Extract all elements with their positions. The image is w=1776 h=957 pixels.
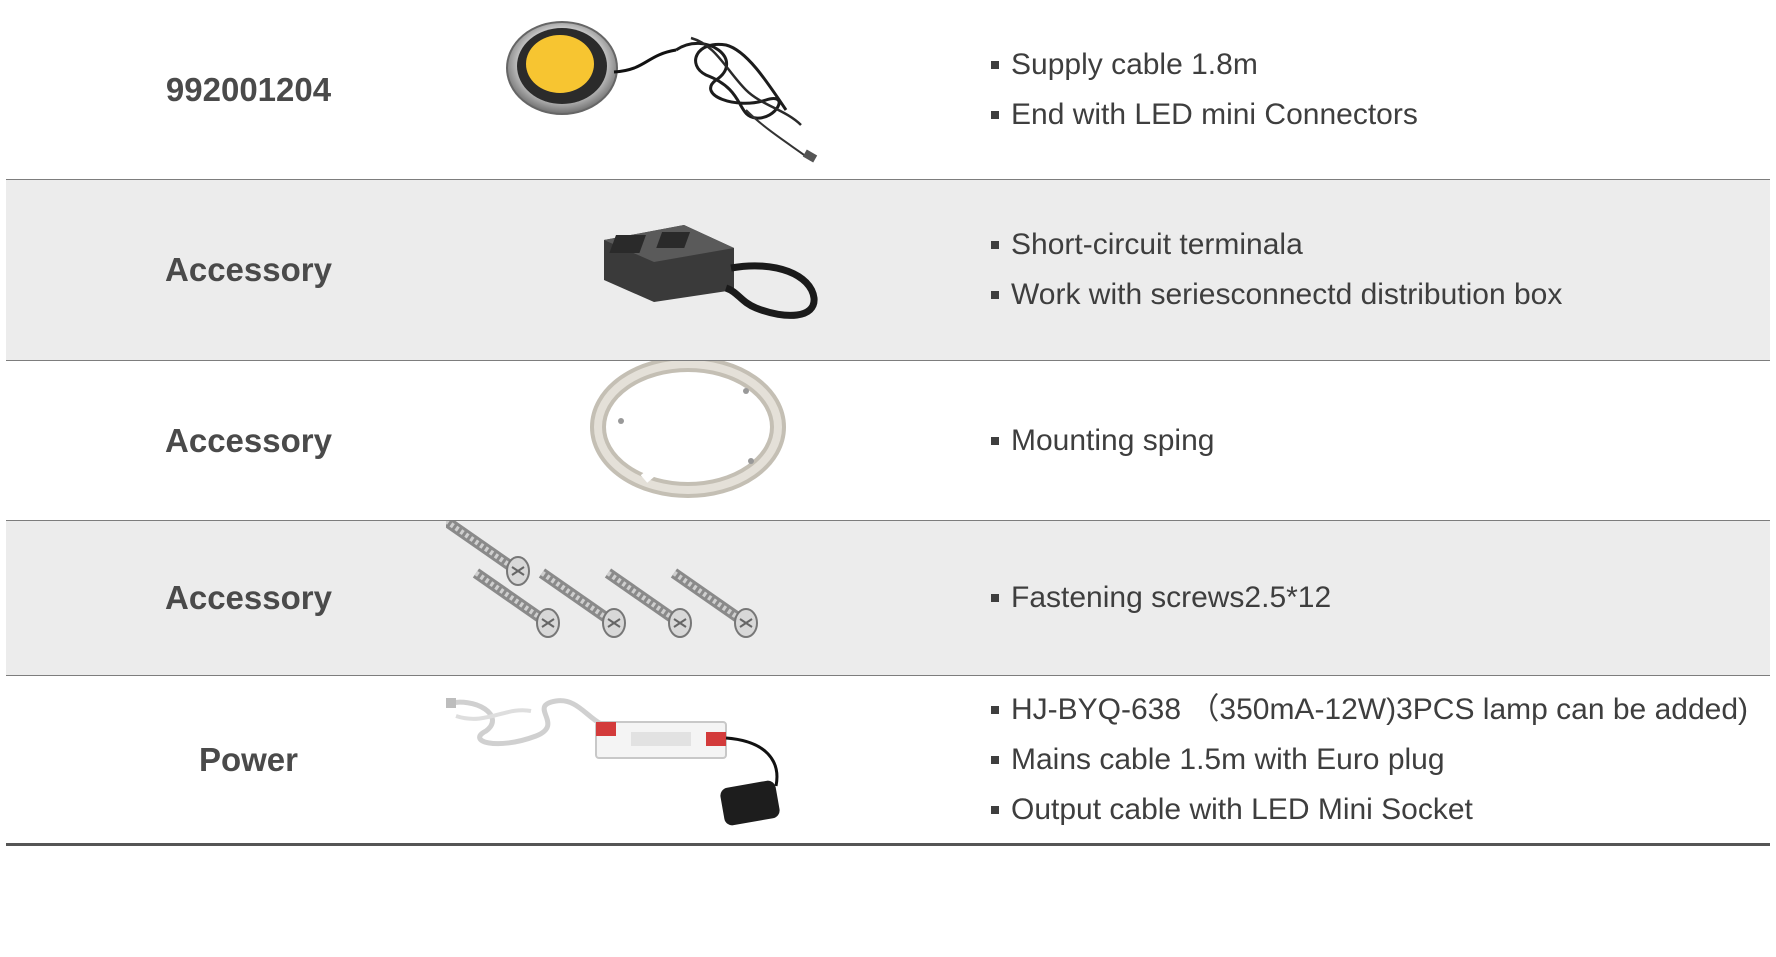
feature-list: Mounting sping <box>991 361 1770 520</box>
list-item: HJ-BYQ-638 （350mA-12W)3PCS lamp can be a… <box>991 685 1770 735</box>
mounting-spring-icon <box>590 361 786 498</box>
mounting-spring-image <box>446 361 926 520</box>
feature-list: Fastening screws2.5*12 <box>991 521 1770 675</box>
product-code: 992001204 <box>165 70 332 108</box>
product-table: 992001204 Supp <box>6 0 1770 846</box>
power-driver-image <box>446 676 926 843</box>
led-puck-light-image <box>446 0 926 179</box>
feature-list: Supply cable 1.8m End with LED mini Conn… <box>991 0 1770 179</box>
led-puck-light-icon <box>506 21 818 163</box>
feature-list: Short-circuit terminala Work with series… <box>991 180 1770 360</box>
bullet-square-icon <box>991 241 999 249</box>
row-label: Accessory <box>165 421 332 459</box>
bullet-square-icon <box>991 60 999 69</box>
list-item: Mains cable 1.5m with Euro plug <box>991 735 1770 785</box>
list-item: Mounting sping <box>991 416 1770 466</box>
table-row: 992001204 Supp <box>6 0 1770 180</box>
fastening-screws-image <box>446 521 926 675</box>
bullet-square-icon <box>991 705 999 714</box>
row-label: Accessory <box>165 251 332 288</box>
bullet-square-icon <box>991 594 999 602</box>
bullet-square-icon <box>991 755 999 764</box>
table-row: Accessory Short-circuit terminala Work w… <box>6 180 1770 361</box>
list-item: Supply cable 1.8m <box>991 40 1770 90</box>
screws-icon <box>446 521 926 676</box>
table-row: Accessory Mounting sping <box>6 361 1770 521</box>
feature-list: HJ-BYQ-638 （350mA-12W)3PCS lamp can be a… <box>991 676 1770 843</box>
bullet-square-icon <box>991 291 999 299</box>
list-item: Output cable with LED Mini Socket <box>991 785 1770 835</box>
row-label: Accessory <box>165 579 332 616</box>
bullet-square-icon <box>991 436 999 445</box>
power-driver-icon <box>446 698 780 826</box>
bullet-square-icon <box>991 110 999 119</box>
table-row: Power HJ-BYQ-638 （350mA-12W)3PCS lamp ca… <box>6 676 1770 846</box>
short-circuit-terminal-image <box>446 180 926 360</box>
short-circuit-terminal-icon <box>604 225 818 319</box>
list-item: End with LED mini Connectors <box>991 90 1770 140</box>
bullet-square-icon <box>991 805 999 814</box>
list-item: Fastening screws2.5*12 <box>991 573 1770 623</box>
list-item: Short-circuit terminala <box>991 220 1770 270</box>
row-label: Power <box>198 740 299 778</box>
table-row: Accessory Fastening screws2.5*12 <box>6 521 1770 676</box>
list-item: Work with seriesconnectd distribution bo… <box>991 270 1770 320</box>
